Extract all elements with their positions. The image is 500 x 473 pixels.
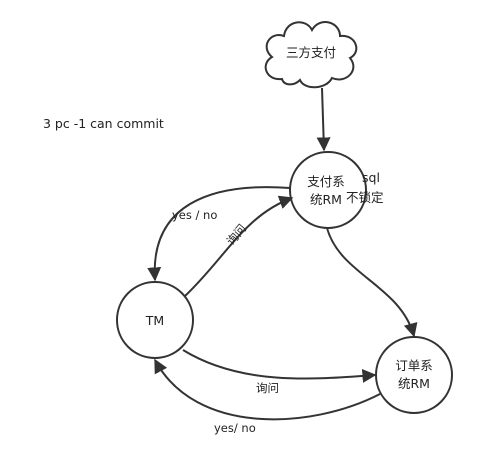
order-rm-node[interactable]: 订单系 统RM bbox=[375, 336, 453, 414]
edge-label-ask-lower: 询问 bbox=[256, 381, 279, 395]
third-party-payment-label: 三方支付 bbox=[286, 45, 336, 60]
edge-payment-to-tm bbox=[147, 186, 291, 282]
order-rm-circle bbox=[375, 336, 453, 414]
edge-label-yes-no-upper: yes / no bbox=[172, 208, 217, 222]
payment-rm-label-line1: 支付系 bbox=[307, 174, 345, 189]
edge-order-to-tm bbox=[154, 358, 381, 421]
cloud-shape bbox=[264, 21, 358, 89]
tm-circle bbox=[116, 281, 194, 359]
tm-label: TM bbox=[145, 313, 164, 328]
payment-rm-label-line2: 统RM bbox=[310, 192, 342, 207]
edge-label-ask-upper: 询问 bbox=[224, 221, 250, 248]
payment-rm-sql-note: sql bbox=[362, 170, 380, 185]
third-party-payment-node[interactable]: 三方支付 bbox=[264, 21, 358, 89]
order-rm-label-line1: 订单系 bbox=[395, 358, 433, 373]
edge-label-yes-no-lower: yes/ no bbox=[214, 421, 256, 435]
edge-third-party-to-payment bbox=[316, 87, 331, 152]
edge-payment-to-order bbox=[326, 227, 418, 338]
edge-tm-to-order bbox=[182, 349, 377, 383]
order-rm-label-line2: 统RM bbox=[398, 376, 430, 391]
edge-tm-to-payment bbox=[184, 195, 294, 297]
tm-node[interactable]: TM bbox=[116, 281, 194, 359]
note-text: 3 pc -1 can commit bbox=[43, 116, 164, 131]
payment-rm-lock-note: 不锁定 bbox=[346, 190, 384, 205]
